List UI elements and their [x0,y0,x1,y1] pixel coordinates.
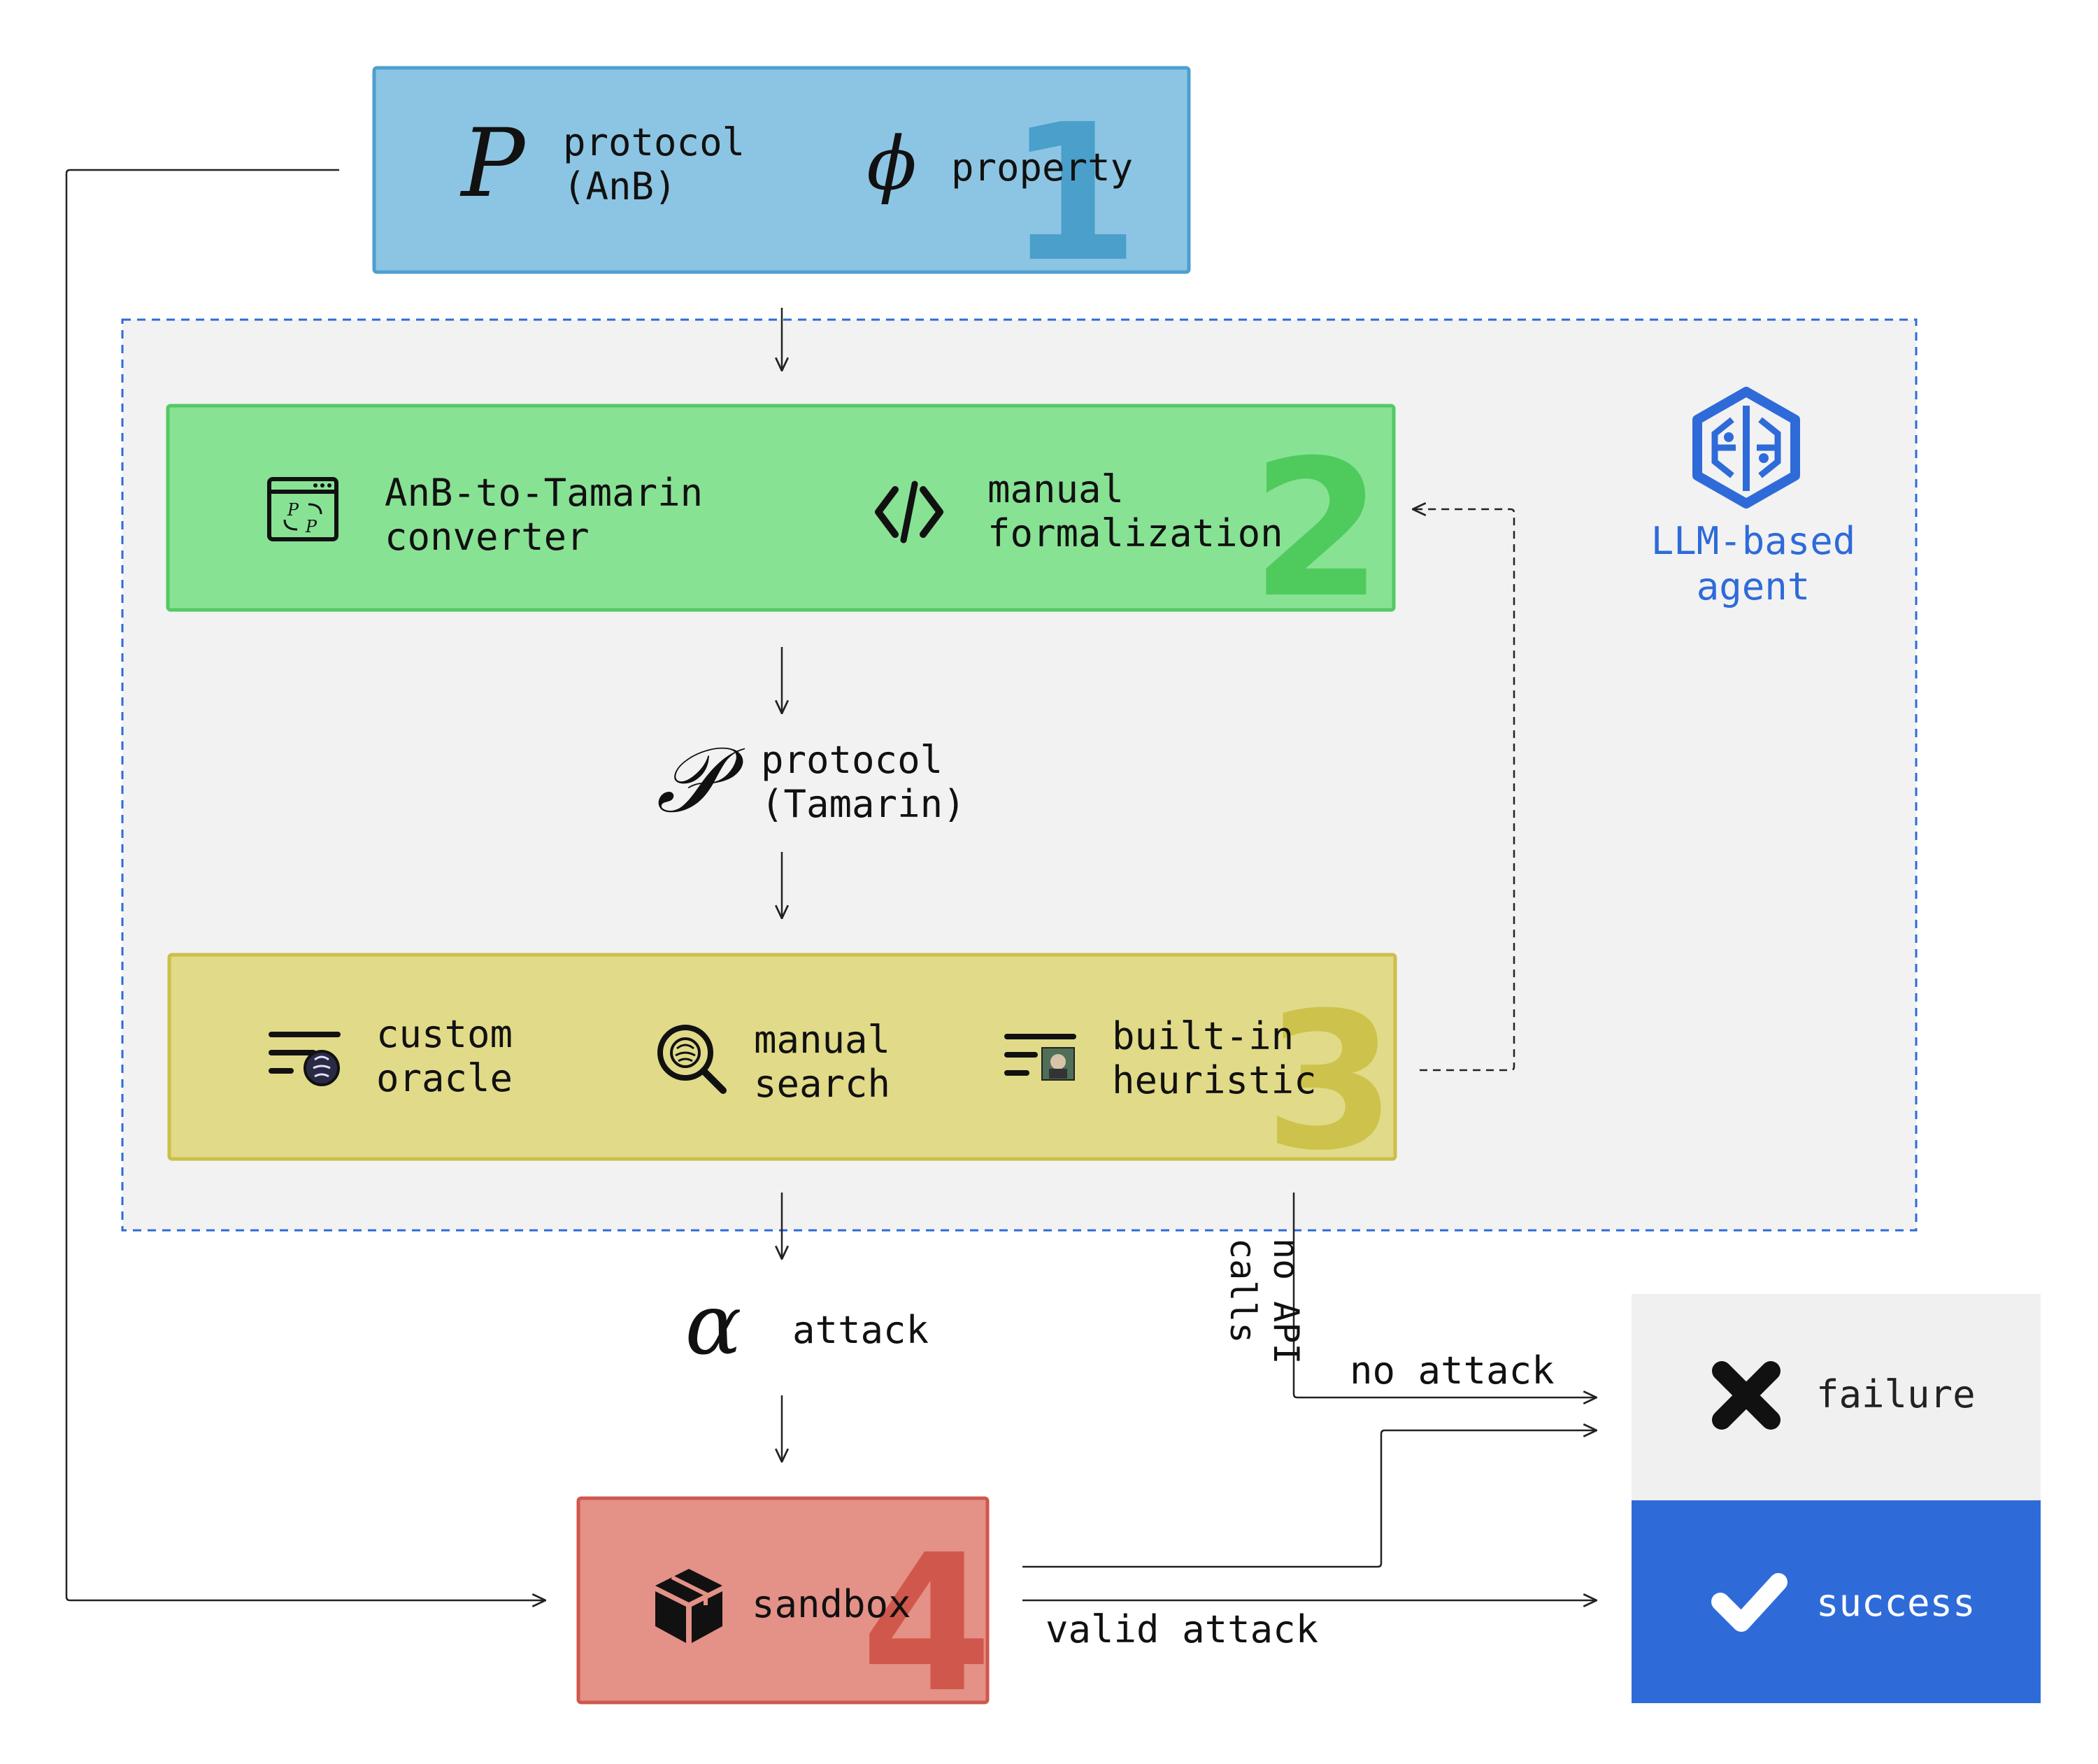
no-api-calls-label: no API calls [1222,1238,1306,1365]
cross-icon [1712,1361,1781,1430]
arrow-input-to-sandbox [65,169,545,1600]
arrow-no-attack-to-failure [1292,1193,1597,1397]
agent-label-line1: LLM-based [1651,519,1856,563]
arrow-feedback-stage3-to-stage2 [1413,509,1515,1072]
svg-text:P: P [287,500,299,520]
converter-label-line2: converter [385,515,590,559]
brain-magnifier-icon [657,1025,727,1094]
attack-symbol: α [685,1276,741,1374]
oracle-label-line1: custom [376,1012,513,1056]
stage-4-sandbox-box: 4 sandbox [576,1496,992,1734]
manual-formalization-line1: manual [987,467,1124,511]
manual-formalization-line2: formalization [987,511,1283,555]
stage-1-input-box: 1 P protocol (AnB) ϕ property [372,66,1191,304]
protocol-anb-label-line1: protocol [563,120,745,164]
protocol-anb-symbol: P [459,108,527,218]
property-label: property [951,145,1133,190]
converter-label-line1: AnB-to-Tamarin [385,471,703,515]
stage-3-search-box: 3 custom oracle manual search built-in [167,953,1397,1192]
protocol-anb-label-line2: (AnB) [563,164,677,208]
failure-outcome-box: failure [1632,1294,2041,1500]
check-icon [1711,1573,1787,1632]
heuristic-list-icon [1004,1034,1076,1081]
package-icon [655,1569,722,1643]
oracle-label-line2: oracle [376,1056,513,1100]
stage-1-number: 1 [1008,83,1139,304]
no-api-calls-line2: calls [1222,1238,1263,1344]
success-outcome-box: success [1632,1500,2041,1703]
success-label: success [1816,1581,1976,1625]
connectors [65,169,1597,1600]
no-attack-label: no attack [1350,1349,1555,1393]
code-icon [875,481,943,543]
heuristic-label-line2: heuristic [1112,1058,1317,1102]
valid-attack-label: valid attack [1046,1607,1318,1651]
converter-window-icon: P P [267,477,338,541]
stage-2-number: 2 [1251,419,1383,639]
stage-3-number: 3 [1264,972,1396,1192]
no-api-calls-line1: no API [1266,1238,1306,1365]
oracle-brain-icon [269,1032,341,1086]
sandbox-label: sandbox [752,1582,911,1626]
heuristic-label-line1: built-in [1112,1014,1294,1058]
protocol-tamarin-line2: (Tamarin) [761,782,966,826]
stage-2-formalization-box: 2 P P AnB-to-Tamarin converter manual fo… [166,404,1396,639]
protocol-tamarin-line1: protocol [761,738,943,782]
property-symbol: ϕ [866,121,917,206]
stage-4-number: 4 [861,1514,992,1734]
manual-search-line2: search [754,1062,890,1106]
manual-search-line1: manual [754,1018,890,1062]
failure-label: failure [1816,1372,1976,1416]
svg-text:P: P [305,517,317,536]
agent-label-line2: agent [1697,564,1811,609]
arrow-sandbox-to-failure [1022,1430,1597,1568]
brain-circuit-icon [1692,387,1800,508]
attack-label: attack [792,1308,929,1352]
